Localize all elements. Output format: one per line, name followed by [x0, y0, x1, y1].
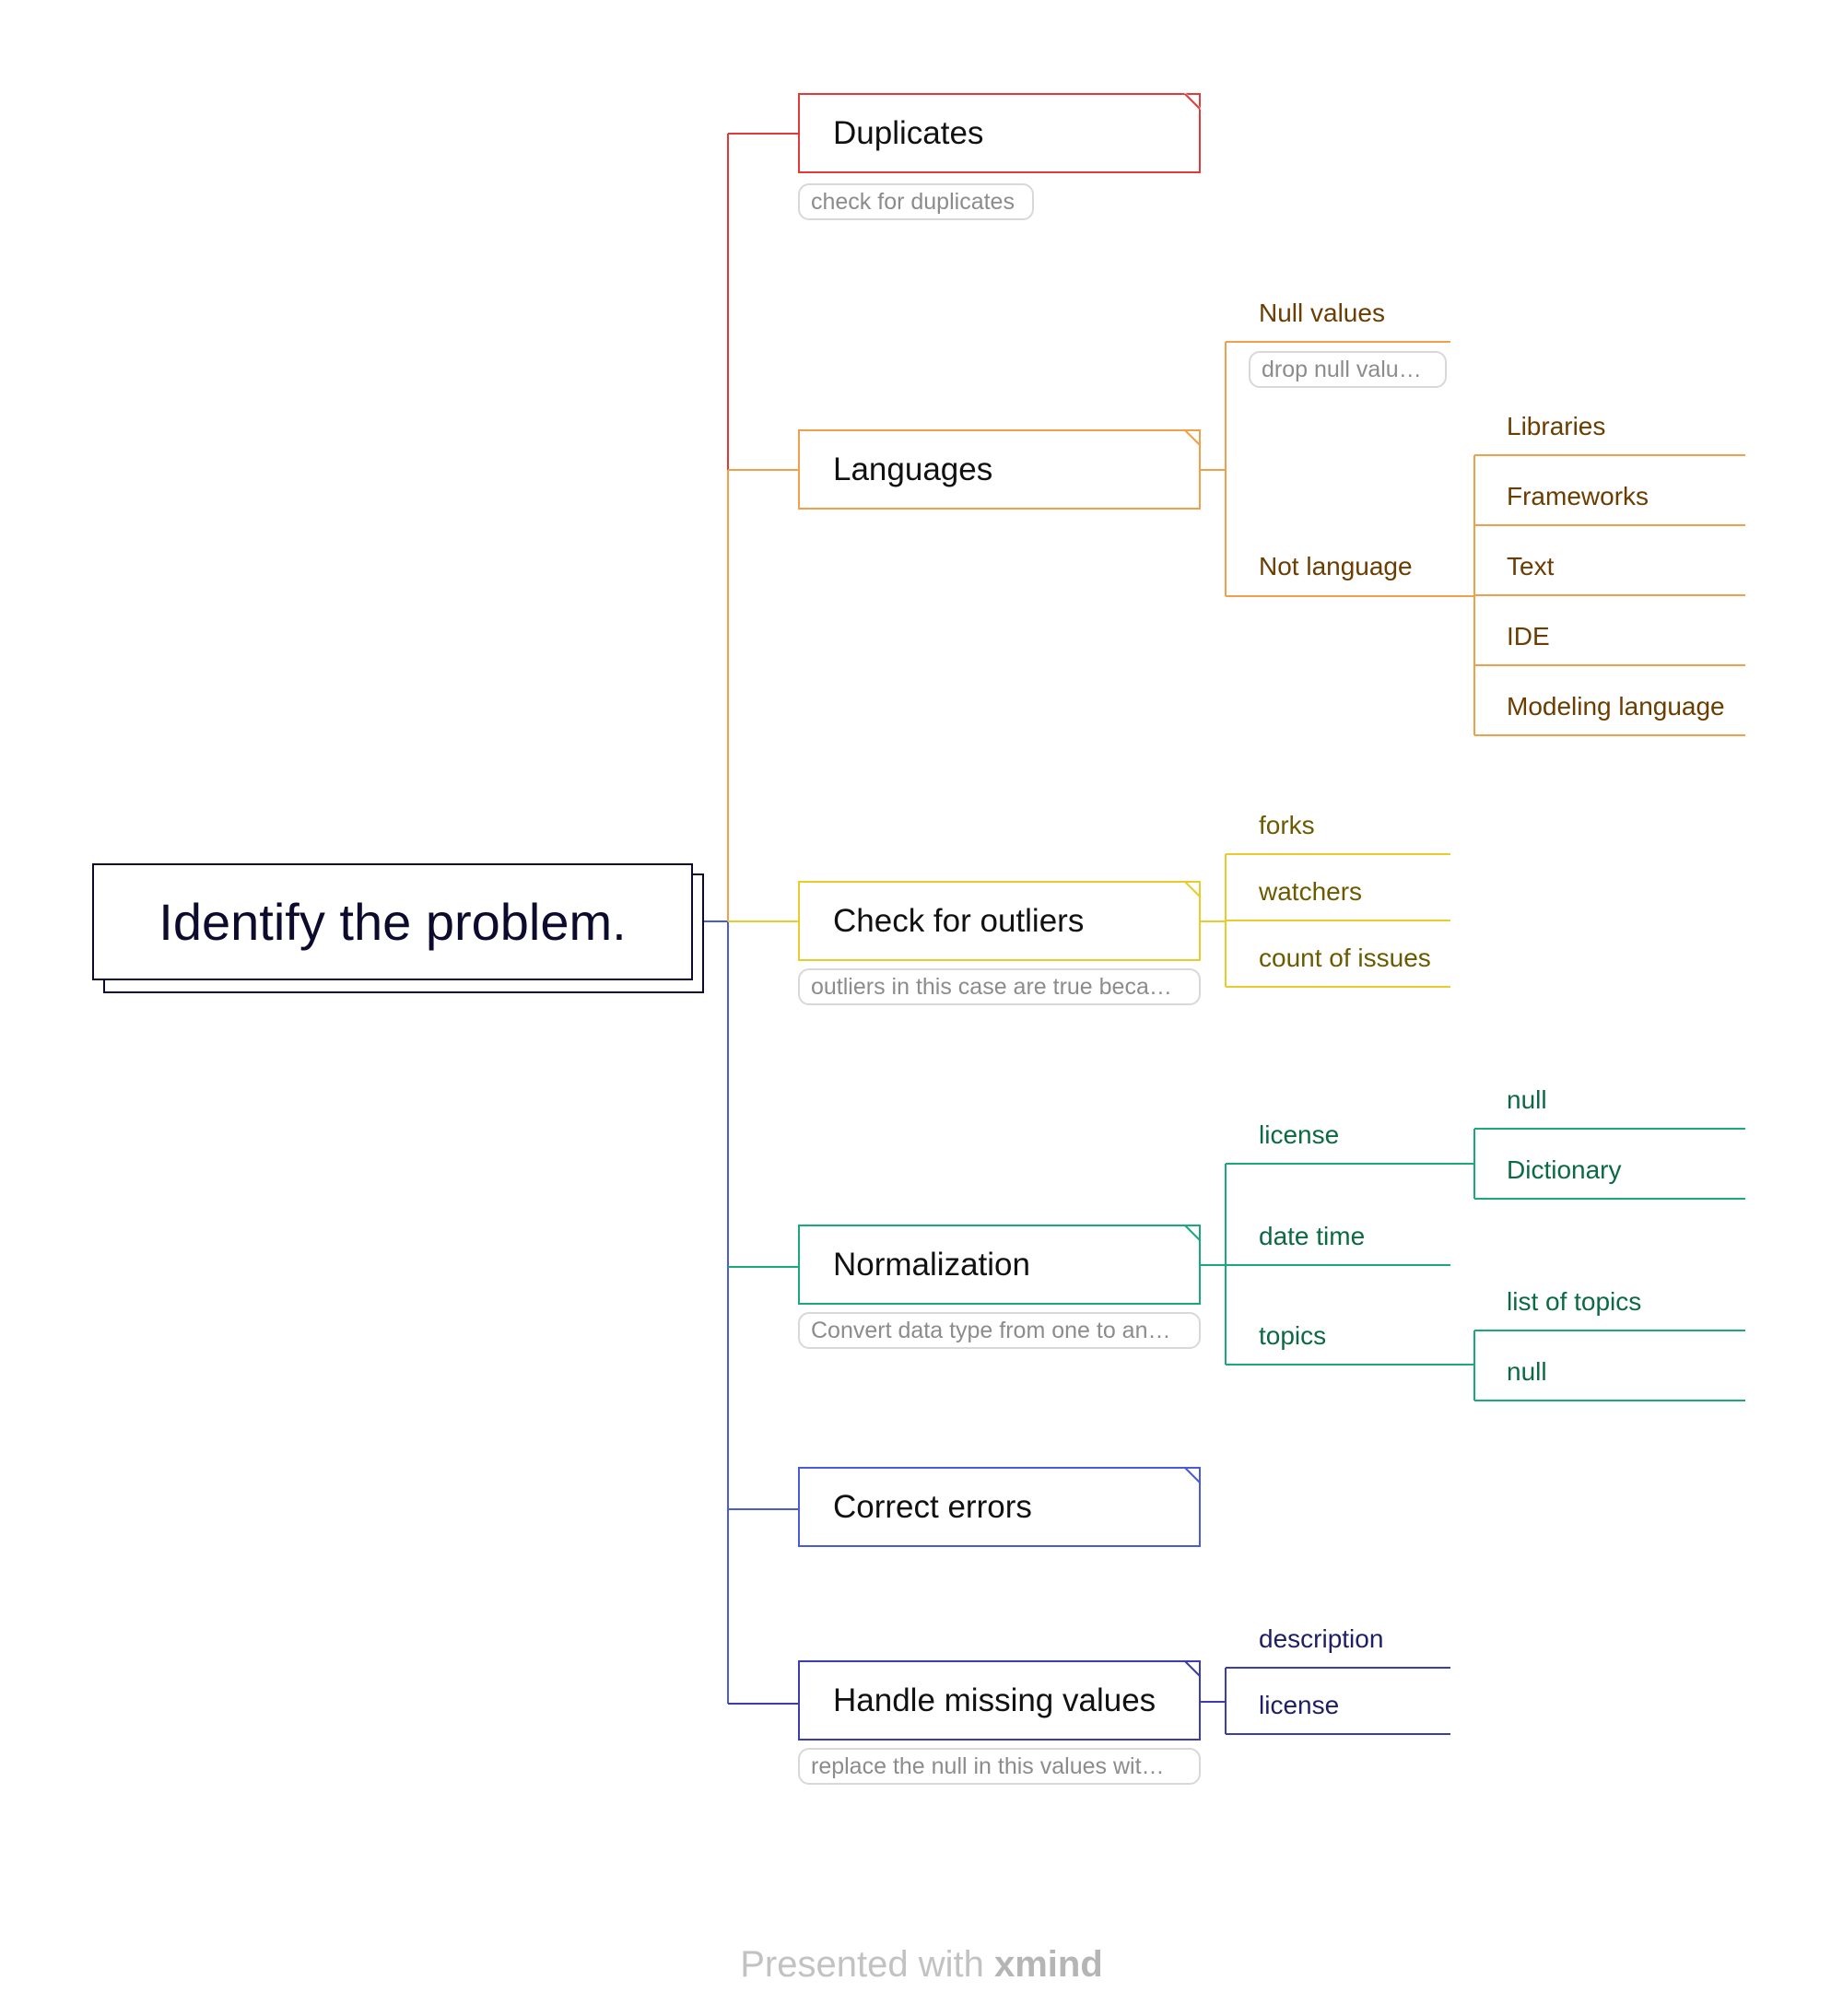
subtopic-license-null[interactable]: null	[1507, 1085, 1547, 1114]
subtopic-text[interactable]: Text	[1507, 552, 1555, 580]
topic-correct-errors-label: Correct errors	[833, 1488, 1032, 1525]
subtopic-ide[interactable]: IDE	[1507, 622, 1550, 651]
edge-normalization-children	[1201, 1163, 1474, 1365]
subtopic-topics-null[interactable]: null	[1507, 1357, 1547, 1386]
note-fold-icon	[1184, 1225, 1201, 1241]
xmind-brand: xmind	[993, 1944, 1103, 1985]
footer-prefix: Presented with	[740, 1944, 994, 1985]
edge-license-children	[1473, 1128, 1745, 1200]
subtopic-libraries[interactable]: Libraries	[1507, 412, 1606, 440]
note-fold-icon	[1184, 881, 1201, 897]
topic-languages[interactable]: Languages	[798, 429, 1201, 510]
note-normalization[interactable]: Convert data type from one to an…	[798, 1312, 1201, 1349]
subtopic-forks[interactable]: forks	[1259, 811, 1315, 839]
edge-languages-children	[1201, 341, 1474, 597]
note-duplicates[interactable]: check for duplicates	[798, 183, 1034, 220]
topic-outliers-label: Check for outliers	[833, 902, 1085, 939]
subtopic-topics[interactable]: topics	[1259, 1321, 1327, 1350]
subtopic-license-dictionary[interactable]: Dictionary	[1507, 1155, 1622, 1184]
topic-languages-label: Languages	[833, 451, 993, 487]
topic-handle-missing-values[interactable]: Handle missing values	[798, 1660, 1201, 1741]
note-null-values[interactable]: drop null valu…	[1249, 351, 1447, 388]
subtopic-list-of-topics[interactable]: list of topics	[1507, 1287, 1642, 1316]
note-fold-icon	[1184, 429, 1201, 446]
edge-missing-children	[1201, 1667, 1450, 1735]
subtopic-watchers[interactable]: watchers	[1259, 877, 1363, 906]
edge-outliers-children	[1201, 853, 1450, 988]
root-topic-label: Identify the problem.	[158, 893, 627, 951]
subtopic-date-time[interactable]: date time	[1259, 1222, 1366, 1250]
subtopic-missing-license[interactable]: license	[1259, 1691, 1340, 1719]
footer-watermark: Presented with xmind	[0, 1944, 1843, 1986]
edge-not-language-children	[1473, 454, 1745, 736]
note-fold-icon	[1184, 1660, 1201, 1677]
edge-topics-children	[1473, 1330, 1745, 1401]
topic-normalization-label: Normalization	[833, 1246, 1030, 1283]
subtopic-count-of-issues[interactable]: count of issues	[1259, 944, 1431, 972]
note-missing[interactable]: replace the null in this values wit…	[798, 1748, 1201, 1785]
subtopic-null-values[interactable]: Null values	[1259, 299, 1385, 327]
note-outliers[interactable]: outliers in this case are true beca…	[798, 968, 1201, 1005]
topic-duplicates[interactable]: Duplicates	[798, 93, 1201, 173]
note-fold-icon	[1184, 93, 1201, 110]
topic-normalization[interactable]: Normalization	[798, 1225, 1201, 1305]
topic-correct-errors[interactable]: Correct errors	[798, 1467, 1201, 1547]
subtopic-frameworks[interactable]: Frameworks	[1507, 482, 1649, 510]
root-topic[interactable]	[92, 863, 693, 980]
note-fold-icon	[1184, 1467, 1201, 1483]
subtopic-license[interactable]: license	[1259, 1120, 1340, 1149]
subtopic-description[interactable]: description	[1259, 1624, 1384, 1653]
topic-duplicates-label: Duplicates	[833, 114, 984, 151]
subtopic-modeling-language[interactable]: Modeling language	[1507, 692, 1725, 721]
topic-missing-label: Handle missing values	[833, 1682, 1156, 1718]
topic-check-for-outliers[interactable]: Check for outliers	[798, 881, 1201, 961]
subtopic-not-language[interactable]: Not language	[1259, 552, 1413, 580]
